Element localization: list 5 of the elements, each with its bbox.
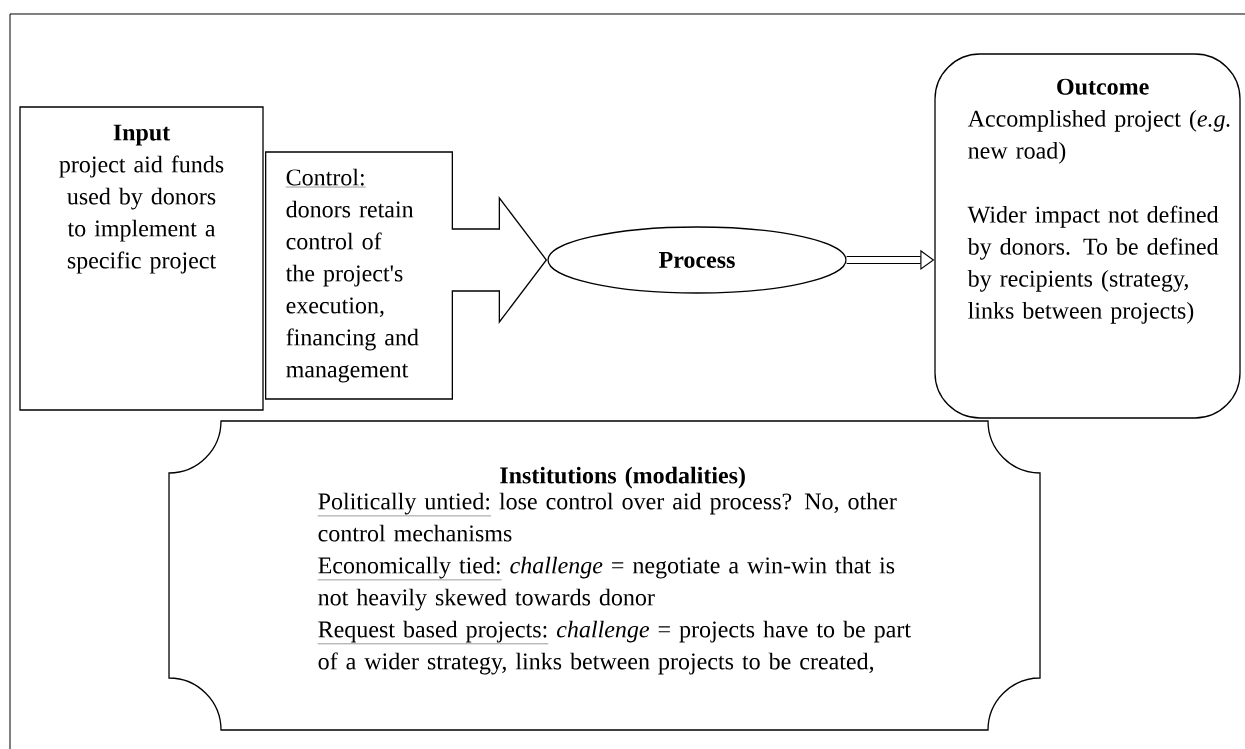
arrow-text: Control: donors retain control of the project's execution, financing and management [285,168,419,383]
outcome-box: Outcome Accomplished project (e.g. new road) Wider impact not defined by donors. To be defined by recipients (strategy, links between projects) [934,53,1241,419]
input-box: Input project aid funds used by donors to implement a specific project [19,106,264,411]
block-arrow [265,151,548,400]
scroll-box: Institutions (modalities) Politically untied: lose control over aid process? No, other control mechanisms Economically tied: challenge = negotiate a win-win that is not heavily skewed towards donor Request based projects: challenge = projects have to be part of a wider strategy, links between projects to be created, [168,420,1041,731]
